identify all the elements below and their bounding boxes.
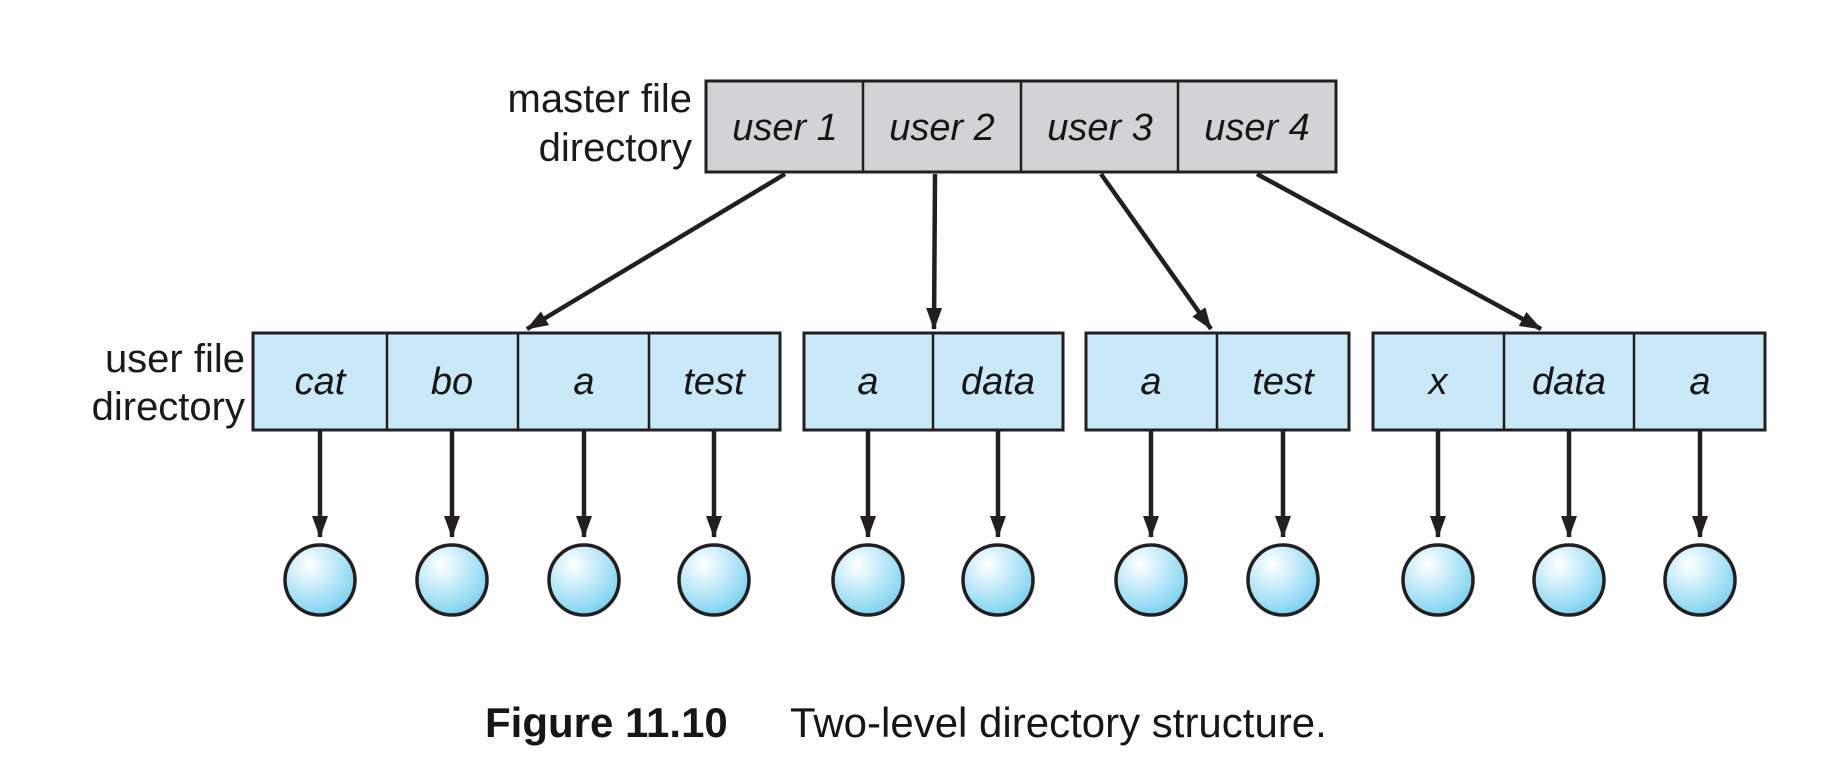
- master-cell-user-3: user 3: [1047, 107, 1153, 149]
- arrow-user1-to-group1: [525, 172, 787, 331]
- user-cell-bo: bo: [431, 361, 473, 403]
- file-circle: [415, 543, 489, 617]
- file-circle: [831, 543, 905, 617]
- user-cell-a: a: [1689, 361, 1710, 403]
- master-label-line-1: master file: [508, 77, 693, 121]
- file-circle: [961, 543, 1035, 617]
- file-circle: [1401, 543, 1475, 617]
- file-circle: [1663, 543, 1737, 617]
- file-circles: [283, 543, 1737, 617]
- arrow-user4-to-group4: [1255, 172, 1543, 331]
- file-circle: [677, 543, 751, 617]
- user-group-1-box: [251, 331, 782, 432]
- user-cell-a: a: [573, 361, 594, 403]
- file-circle: [1114, 543, 1188, 617]
- user-cell-x: x: [1427, 361, 1450, 403]
- figure-caption-text: Two-level directory structure.: [790, 699, 1327, 746]
- file-circle: [547, 543, 621, 617]
- master-cell-user-1: user 1: [732, 107, 838, 149]
- file-circle: [283, 543, 357, 617]
- user-file-directory-label: user file directory: [92, 337, 245, 429]
- cell-to-file-arrows: [312, 431, 1708, 538]
- master-cell-user-2: user 2: [889, 107, 995, 149]
- master-label-line-2: directory: [539, 126, 692, 170]
- master-file-directory-label: master file directory: [508, 77, 693, 170]
- figure-caption: Figure 11.10 Two-level directory structu…: [485, 699, 1327, 746]
- arrow-user3-to-group3: [1099, 172, 1213, 331]
- file-circle: [1532, 543, 1606, 617]
- user-group-4-box: [1371, 331, 1767, 432]
- arrow-user2-to-group2: [926, 173, 943, 330]
- user-directory-group-1: cat bo a test: [251, 331, 782, 432]
- file-circle: [1246, 543, 1320, 617]
- user-cell-data: data: [961, 361, 1035, 403]
- user-cell-data: data: [1532, 361, 1606, 403]
- user-label-line-1: user file: [105, 337, 245, 381]
- figure-caption-label: Figure 11.10: [485, 699, 728, 746]
- user-cell-a: a: [857, 361, 878, 403]
- user-directory-group-2: a data: [802, 331, 1065, 432]
- master-directory-table: user 1 user 2 user 3 user 4: [704, 79, 1338, 174]
- user-cell-test: test: [683, 361, 746, 403]
- user-directory-group-3: a test: [1084, 331, 1351, 432]
- master-to-user-arrows: [525, 172, 1543, 331]
- user-cell-cat: cat: [295, 361, 347, 403]
- user-cell-a: a: [1140, 361, 1161, 403]
- master-cell-user-4: user 4: [1204, 107, 1310, 149]
- user-cell-test: test: [1252, 361, 1315, 403]
- user-directory-group-4: x data a: [1371, 331, 1767, 432]
- user-label-line-2: directory: [92, 385, 245, 429]
